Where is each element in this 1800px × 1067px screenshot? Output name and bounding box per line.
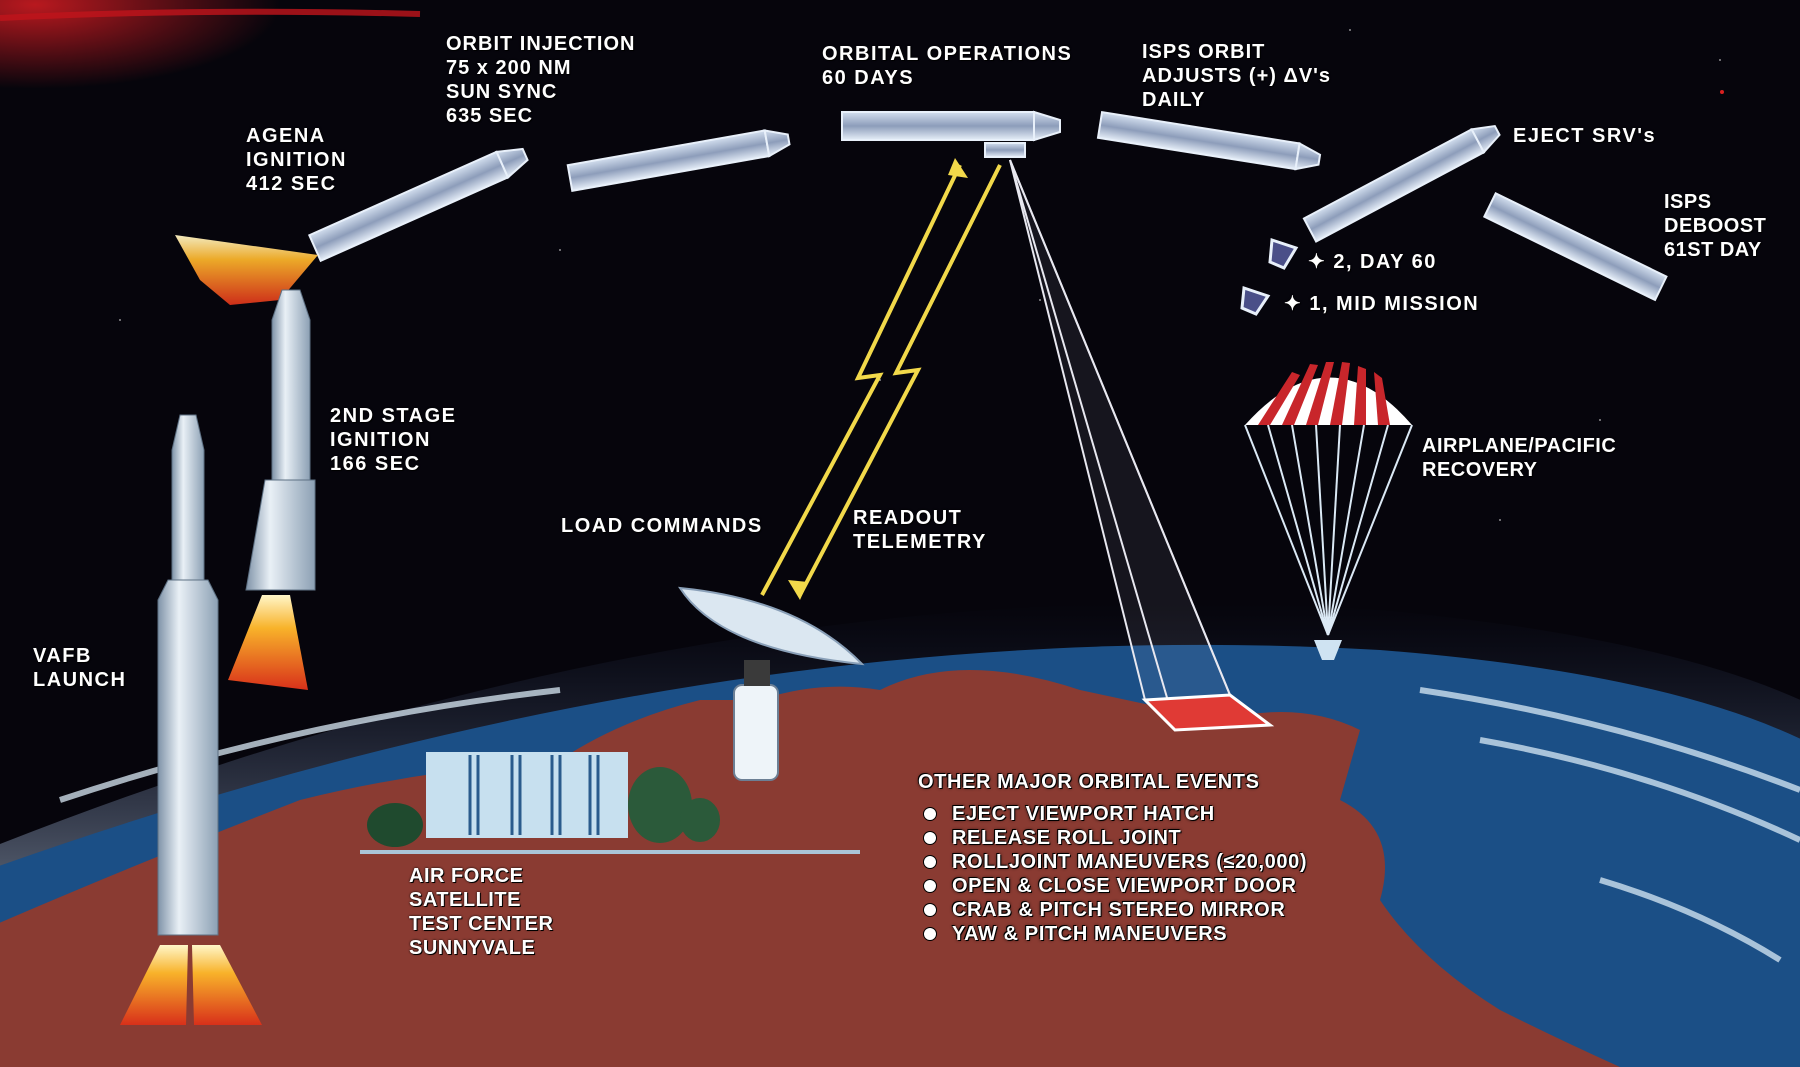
label-srv-2-day-60: ✦ 2, DAY 60 [1308,251,1437,273]
list-item: ROLLJOINT MANEUVERS (≤20,000) [918,850,1307,874]
parachute-graphic [1244,362,1413,660]
other-events-list: EJECT VIEWPORT HATCH RELEASE ROLL JOINT … [918,802,1307,946]
tracking-antenna-graphic [678,586,865,781]
bullet-icon [924,928,936,940]
label-test-center: AIR FORCE SATELLITE TEST CENTER SUNNYVAL… [409,865,554,959]
label-agena-ignition: AGENA IGNITION 412 SEC [246,125,347,195]
bullet-icon [924,832,936,844]
other-events-title: OTHER MAJOR ORBITAL EVENTS [918,771,1260,793]
list-item: CRAB & PITCH STEREO MIRROR [918,898,1307,922]
list-item: OPEN & CLOSE VIEWPORT DOOR [918,874,1307,898]
test-center-building [360,752,860,854]
bullet-icon [924,808,936,820]
label-load-commands: LOAD COMMANDS [561,515,763,537]
bullet-icon [924,904,936,916]
bullet-icon [924,880,936,892]
label-vafb-launch: VAFB LAUNCH [33,645,127,691]
label-isps-deboost: ISPS DEBOOST 61ST DAY [1664,191,1767,261]
label-second-stage-ignition: 2ND STAGE IGNITION 166 SEC [330,405,457,475]
label-isps-orbit-adjusts: ISPS ORBIT ADJUSTS (+) ΔV's DAILY [1142,41,1332,111]
list-item: RELEASE ROLL JOINT [918,826,1307,850]
label-readout-telemetry: READOUT TELEMETRY [853,507,987,553]
label-srv-1-mid-mission: ✦ 1, MID MISSION [1284,293,1480,315]
other-orbital-events-panel: OTHER MAJOR ORBITAL EVENTS EJECT VIEWPOR… [918,770,1307,946]
label-airplane-pacific-recovery: AIRPLANE/PACIFIC RECOVERY [1422,435,1617,481]
label-orbit-injection: ORBIT INJECTION 75 x 200 NM SUN SYNC 635… [446,33,636,127]
launch-vehicle-graphic [120,414,262,1025]
list-item: YAW & PITCH MANEUVERS [918,922,1307,946]
second-stage-graphic [228,289,316,690]
label-orbital-operations: ORBITAL OPERATIONS 60 DAYS [822,43,1073,89]
bullet-icon [924,856,936,868]
label-eject-srvs: EJECT SRV's [1513,125,1657,147]
list-item: EJECT VIEWPORT HATCH [918,802,1307,826]
